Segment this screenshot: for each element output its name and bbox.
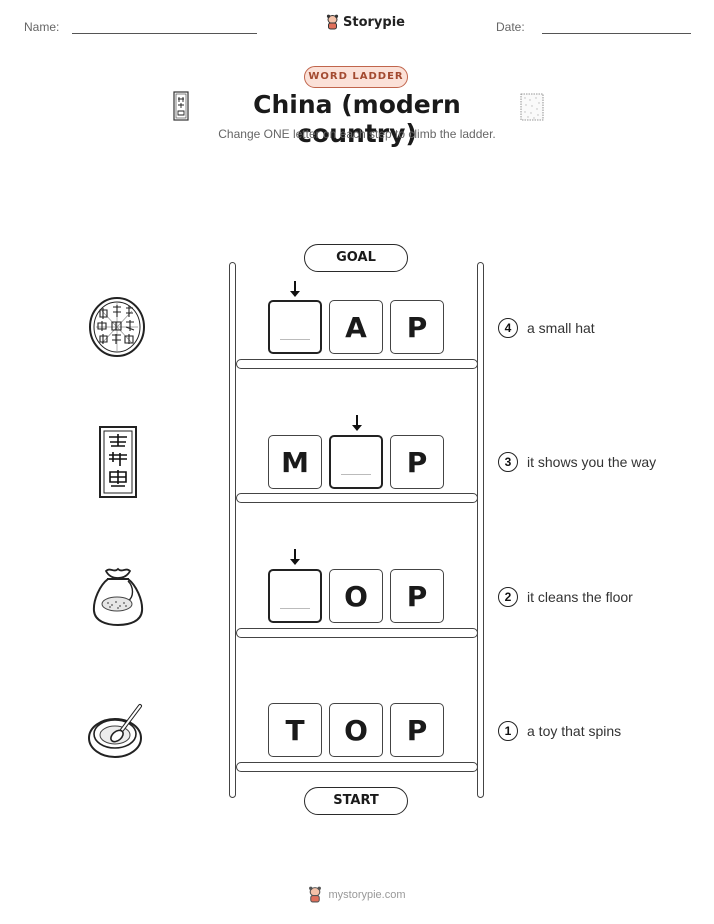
step-number: 3 — [498, 452, 518, 472]
clue-text: a small hat — [527, 320, 595, 336]
letter-tile: P — [390, 435, 444, 489]
step-number: 4 — [498, 318, 518, 338]
letter-tile: O — [329, 703, 383, 757]
letter-blank-input[interactable] — [329, 435, 383, 489]
start-label: START — [304, 787, 408, 815]
step-number: 2 — [498, 587, 518, 607]
letter-tile: P — [390, 703, 444, 757]
change-arrow-icon — [290, 549, 300, 565]
letter-blank-input[interactable] — [268, 300, 322, 354]
clue-row: 2 it cleans the floor — [498, 587, 633, 607]
letter-tile: T — [268, 703, 322, 757]
ladder-rung — [236, 493, 478, 503]
letter-tile: M — [268, 435, 322, 489]
footer-url[interactable]: mystorypie.com — [328, 888, 406, 901]
page-title: China (modern country) — [253, 90, 461, 148]
letter-tile: P — [390, 569, 444, 623]
clue-row: 3 it shows you the way — [498, 452, 656, 472]
name-field[interactable] — [72, 33, 257, 34]
ladder-rung — [236, 762, 478, 772]
clue-text: it cleans the floor — [527, 589, 633, 605]
ladder-rung — [236, 359, 478, 369]
letter-tile: O — [329, 569, 383, 623]
step-number: 1 — [498, 721, 518, 741]
brand-name: Storypie — [343, 14, 405, 30]
storypie-mascot-icon — [309, 886, 322, 903]
ladder-left-rail — [229, 262, 236, 798]
clue-row: 4 a small hat — [498, 318, 595, 338]
scroll-label-icon — [99, 426, 137, 498]
goal-label: GOAL — [304, 244, 408, 272]
worksheet-type-badge: WORD LADDER — [304, 66, 408, 88]
bowl-spoon-icon — [88, 704, 142, 758]
letter-tile: A — [329, 300, 383, 354]
name-label: Name: — [24, 20, 60, 34]
brand-logo: Storypie — [326, 14, 405, 30]
clue-text: a toy that spins — [527, 723, 622, 739]
letter-tile: P — [390, 300, 444, 354]
clue-row: 1 a toy that spins — [498, 721, 621, 741]
clue-text: it shows you the way — [527, 454, 657, 470]
storypie-mascot-icon — [326, 14, 339, 30]
footer: mystorypie.com — [0, 886, 714, 903]
ladder-right-rail — [477, 262, 484, 798]
round-seal-icon — [89, 297, 145, 357]
instructions: Change ONE letter on each step to climb … — [218, 127, 496, 141]
sack-icon — [92, 567, 144, 627]
ladder-rung — [236, 628, 478, 638]
change-arrow-icon — [290, 281, 300, 297]
date-label: Date: — [496, 20, 525, 34]
date-field[interactable] — [542, 33, 691, 34]
scroll-label-icon — [173, 91, 189, 121]
change-arrow-icon — [352, 415, 362, 431]
letter-blank-input[interactable] — [268, 569, 322, 623]
grain-tile-icon — [520, 93, 544, 121]
